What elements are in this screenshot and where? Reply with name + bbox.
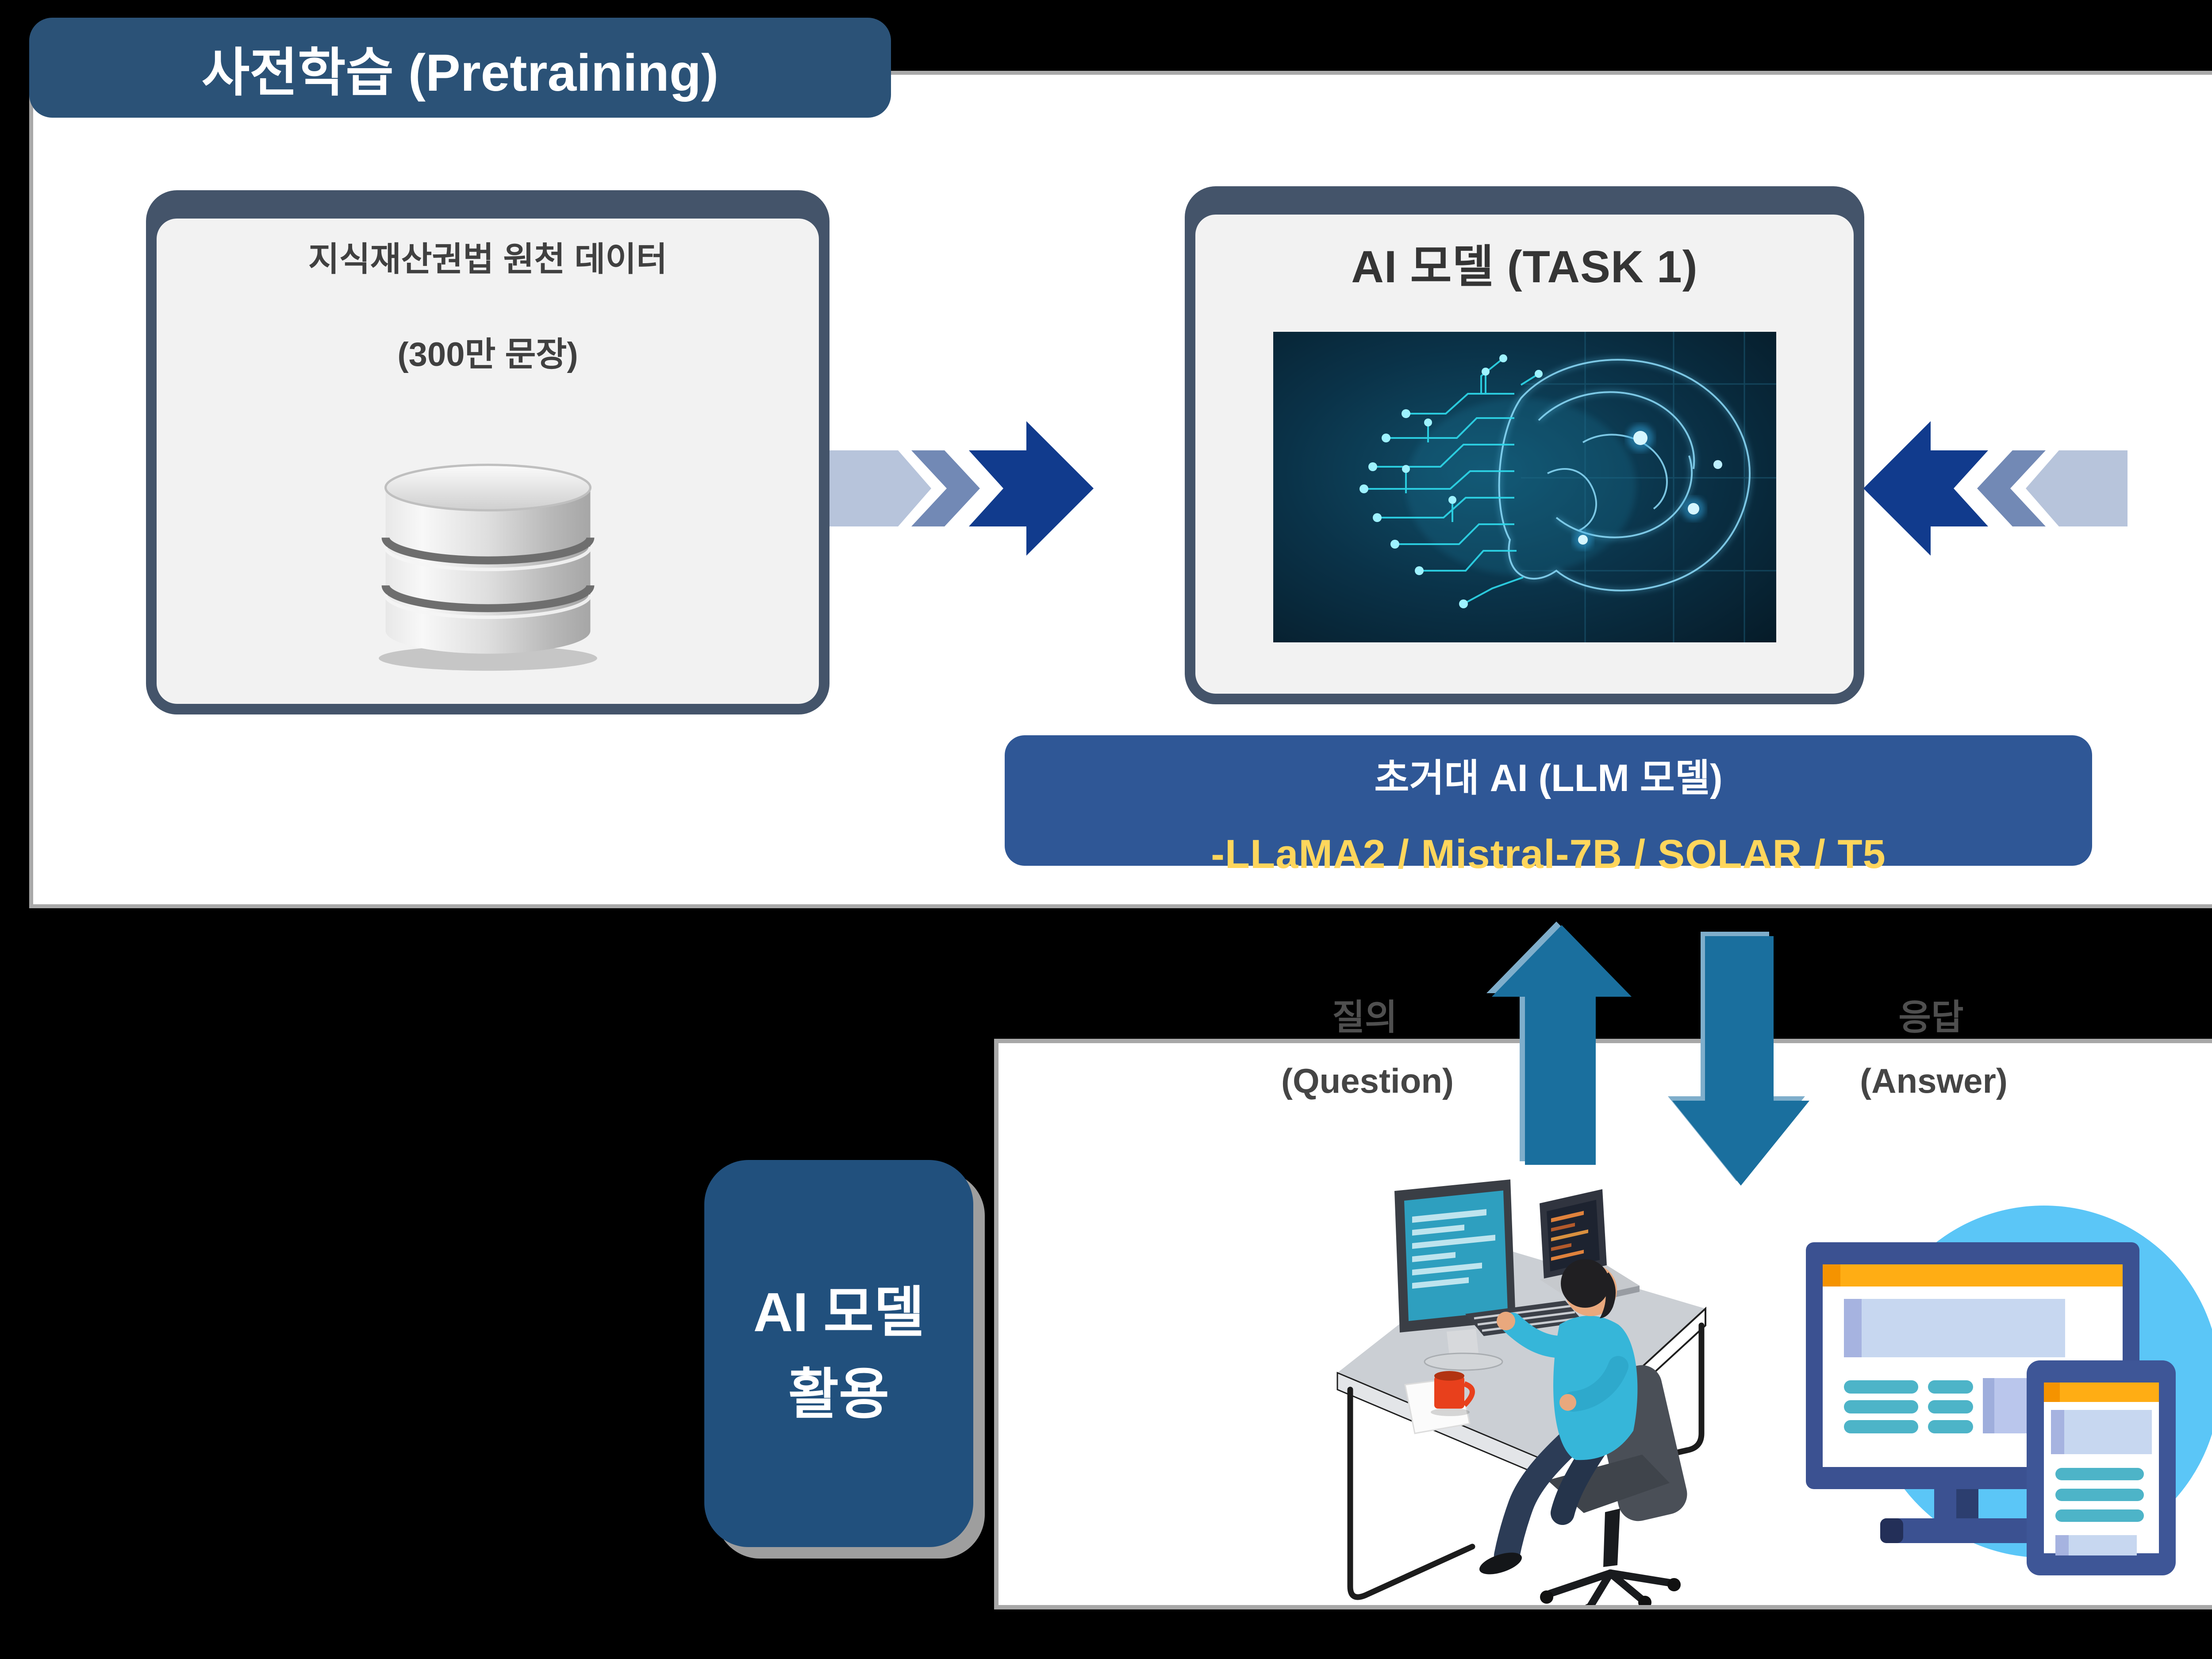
monitor-tablet-illustration (1806, 1206, 2212, 1575)
person (1479, 1259, 1638, 1575)
answer-label-english: (Answer) (1860, 1061, 2008, 1100)
usage-panel (994, 1039, 2212, 1609)
llm-model-list: -LLaMA2 / Mistral-7B / SOLAR / T5 (1211, 832, 1886, 877)
question-answer-arrows-icon (1486, 922, 1809, 1186)
question-label-korean: 질의 (1332, 998, 1398, 1037)
question-label-english: (Question) (1281, 1061, 1454, 1100)
flow-arrow-left-icon (1863, 421, 2128, 556)
circuit-traces (1363, 357, 1539, 605)
database-icon (378, 464, 597, 671)
pretraining-data-title: 지식재산권법 원천 데이터 (308, 241, 668, 278)
person-at-desk-illustration (1336, 1179, 1706, 1605)
pretraining-banner: 사전학습 (Pretraining) (29, 18, 891, 118)
flow-arrow-right-icon (830, 421, 1094, 556)
pretraining-data-box: 지식재산권법 원천 데이터 (300만 문장) (146, 208, 830, 714)
ai-model-usage-box: AI 모델 활용 (704, 1160, 973, 1547)
desk-legs (1347, 1322, 1705, 1600)
usage-box-line1: AI 모델 (753, 1282, 925, 1343)
code-monitor (1394, 1179, 1516, 1371)
ai-model-box: AI 모델 (TASK 1) (1185, 204, 1864, 704)
tablet (2027, 1360, 2176, 1575)
brain-glow-dots (1573, 425, 1722, 549)
llm-model-title: 초거대 AI (LLM 모델) (1374, 757, 1723, 799)
ai-brain-image (1273, 332, 1776, 642)
usage-box-line2: 활용 (788, 1363, 890, 1425)
keyboard (1465, 1301, 1584, 1336)
ai-model-title: AI 모델 (TASK 1) (1351, 242, 1698, 292)
circuit-nodes (1359, 354, 1543, 608)
answer-label-korean: 응답 (1898, 998, 1964, 1037)
llm-model-box: 초거대 AI (LLM 모델) -LLaMA2 / Mistral-7B / S… (1005, 735, 2092, 877)
arrow-up-icon (1486, 922, 1632, 1165)
arrow-down-icon (1668, 932, 1809, 1186)
pretraining-banner-label: 사전학습 (Pretraining) (201, 43, 719, 102)
pretraining-data-subtitle: (300만 문장) (397, 336, 578, 373)
coffee-mug (1431, 1371, 1475, 1416)
